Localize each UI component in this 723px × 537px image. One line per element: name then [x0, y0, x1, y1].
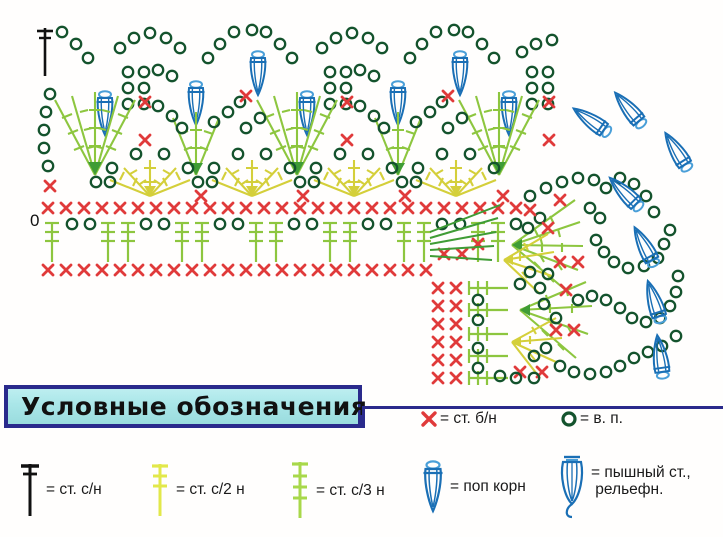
legend-entry-chain: = в. п. [558, 408, 623, 430]
top-chain-arcs [55, 23, 559, 65]
treble-3-bar-icon [323, 221, 357, 262]
treble-3-bar-icon [101, 221, 135, 262]
legend-title: Условные обозначения [21, 392, 368, 421]
start-marker-icon [37, 28, 53, 76]
green-fan [256, 92, 338, 176]
legend-label-dtr2: = ст. с/2 н [176, 481, 245, 499]
legend-label-dc: = ст. с/н [46, 481, 102, 499]
o-icon [561, 411, 577, 427]
puff-relief-icon [560, 455, 584, 519]
treble-3-bar-icon [467, 327, 508, 341]
legend-entry-sc: = ст. б/н [418, 408, 497, 430]
treble-1-bar-icon [21, 464, 39, 516]
legend-entry-puff: = пышный ст., рельефн. [556, 450, 691, 522]
row-start-label: 0 [30, 211, 39, 230]
green-fan-row [37, 87, 556, 176]
legend-label-sc: = ст. б/н [440, 410, 497, 428]
legend-label-puff-line1: = пышный ст., [591, 464, 691, 481]
treble-3-bar-icon [292, 462, 308, 518]
yellow-fan-row [43, 147, 510, 203]
yellow-fan [109, 160, 191, 197]
popcorn-icon [450, 50, 470, 96]
x-icon [421, 411, 437, 427]
treble-3-bar-icon [467, 281, 508, 295]
legend-panel: Условные обозначения = ст. б/н = в. п. =… [0, 380, 723, 537]
treble-band [45, 217, 523, 262]
legend-entry-popcorn: = поп корн [418, 456, 526, 518]
corner-convergence [429, 204, 501, 261]
legend-label-dtr3: = ст. с/3 н [316, 482, 385, 500]
treble-3-bar-icon [175, 221, 209, 262]
radial-fan-yellow [511, 317, 563, 379]
corner-popcorns [567, 86, 697, 381]
legend-entry-dtr3: = ст. с/3 н [288, 460, 385, 522]
legend-label-popcorn: = поп корн [450, 478, 526, 496]
sc-row-lower [41, 263, 433, 277]
pattern-chart: 0 [30, 23, 697, 385]
popcorn-icon [647, 333, 673, 381]
popcorn-icon [567, 100, 616, 142]
banner-divider-horizontal [362, 406, 723, 409]
chart-svg: 0 [30, 23, 697, 385]
yellow-fan [415, 160, 497, 197]
yellow-fan [211, 160, 293, 197]
popcorn-icon [423, 460, 443, 514]
yellow-fan [313, 160, 395, 197]
treble-3-bar-icon [397, 221, 431, 262]
popcorn-icon [657, 127, 697, 176]
legend-entry-dc: = ст. с/н [18, 460, 102, 520]
treble-3-bar-icon [45, 221, 59, 262]
popcorn-icon [248, 50, 268, 96]
legend-banner: Условные обозначения [4, 385, 367, 428]
popcorn-icon [607, 86, 651, 133]
green-fan [172, 112, 220, 176]
banner-divider-vertical [362, 406, 365, 428]
legend-label-chain: = в. п. [580, 410, 623, 428]
chain-cluster [121, 63, 555, 111]
treble-3-bar-icon [249, 221, 283, 262]
treble-3-bar-icon [467, 349, 508, 363]
green-fan [54, 92, 136, 176]
treble-2-bar-icon [152, 464, 168, 516]
corner-chain-arcs [521, 171, 685, 381]
treble-3-bar-icon [467, 303, 508, 317]
legend-entry-dtr2: = ст. с/2 н [148, 460, 245, 520]
radial-fan [519, 281, 593, 359]
legend-label-puff-line2: рельефн. [591, 481, 664, 499]
radial-fan-yellow [503, 233, 555, 295]
sc-row-upper [41, 201, 523, 215]
